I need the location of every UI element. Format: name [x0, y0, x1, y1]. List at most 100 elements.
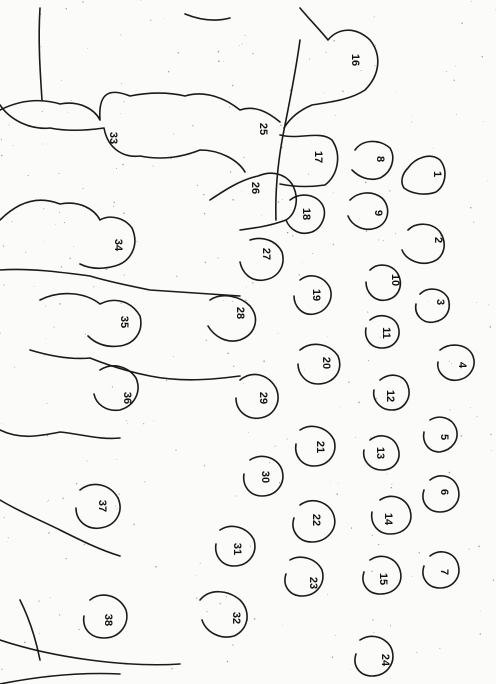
paper-speck	[396, 91, 397, 92]
person-number-23: 23	[307, 577, 319, 589]
paper-speck	[292, 235, 293, 236]
paper-speck	[473, 222, 474, 223]
paper-speck	[335, 115, 336, 116]
silhouette-outline	[402, 224, 444, 263]
paper-speck	[82, 188, 83, 189]
paper-speck	[298, 274, 299, 275]
paper-speck	[338, 483, 339, 484]
paper-speck	[372, 535, 373, 536]
paper-speck	[120, 303, 121, 304]
paper-speck	[359, 218, 360, 219]
paper-speck	[271, 226, 272, 227]
paper-speck	[227, 353, 229, 355]
paper-speck	[59, 212, 60, 213]
paper-speck	[66, 558, 67, 559]
paper-speck	[451, 363, 452, 364]
paper-speck	[227, 661, 228, 662]
paper-speck	[355, 437, 356, 438]
paper-speck	[76, 483, 77, 484]
paper-speck	[59, 173, 60, 174]
paper-speck	[461, 435, 463, 437]
paper-speck	[476, 302, 477, 303]
paper-speck	[242, 43, 243, 44]
paper-speck	[121, 83, 122, 84]
paper-speck	[365, 182, 367, 184]
paper-speck	[42, 144, 43, 145]
paper-speck	[3, 285, 4, 286]
paper-speck	[71, 100, 72, 101]
paper-speck	[197, 185, 198, 186]
paper-speck	[9, 125, 10, 126]
paper-speck	[232, 301, 233, 302]
person-number-36: 36	[121, 392, 133, 404]
paper-speck	[166, 380, 167, 381]
paper-speck	[203, 194, 204, 195]
paper-speck	[44, 355, 45, 356]
paper-speck	[242, 191, 243, 192]
paper-speck	[218, 60, 220, 62]
paper-speck	[196, 575, 197, 576]
person-number-8: 8	[374, 156, 386, 162]
person-number-14: 14	[382, 513, 394, 526]
paper-speck	[114, 202, 115, 203]
paper-speck	[64, 222, 65, 223]
paper-speck	[232, 85, 233, 86]
person-number-18: 18	[300, 208, 312, 220]
paper-speck	[46, 338, 47, 339]
paper-speck	[118, 493, 119, 494]
paper-speck	[206, 340, 207, 341]
paper-speck	[254, 618, 256, 620]
paper-speck	[232, 644, 233, 645]
paper-speck	[373, 632, 374, 633]
paper-speck	[229, 107, 230, 108]
paper-speck	[412, 115, 413, 116]
paper-speck	[252, 282, 253, 283]
paper-speck	[282, 625, 283, 626]
paper-speck	[123, 212, 125, 214]
paper-speck	[340, 407, 341, 408]
paper-speck	[250, 546, 251, 547]
person-number-37: 37	[96, 500, 108, 512]
person-number-7: 7	[438, 569, 450, 575]
paper-speck	[455, 66, 456, 67]
paper-speck	[383, 240, 384, 241]
paper-speck	[73, 246, 74, 247]
paper-speck	[332, 656, 333, 657]
paper-speck	[59, 614, 60, 615]
paper-speck	[246, 286, 247, 287]
paper-speck	[48, 532, 50, 534]
person-number-22: 22	[310, 514, 322, 526]
paper-speck	[461, 22, 462, 23]
paper-speck	[226, 596, 227, 597]
person-number-6: 6	[438, 489, 450, 495]
paper-speck	[68, 112, 69, 113]
paper-speck	[304, 369, 305, 370]
paper-speck	[173, 134, 174, 135]
paper-speck	[372, 619, 373, 620]
paper-speck	[471, 1, 472, 2]
person-number-21: 21	[314, 441, 326, 453]
paper-speck	[347, 523, 348, 524]
person-number-25: 25	[257, 123, 269, 135]
paper-speck	[50, 597, 51, 598]
paper-speck	[25, 252, 26, 253]
paper-speck	[223, 300, 224, 301]
paper-speck	[137, 241, 138, 242]
paper-speck	[82, 1, 83, 2]
paper-speck	[263, 360, 265, 362]
paper-speck	[287, 438, 288, 439]
paper-speck	[378, 240, 379, 241]
paper-speck	[282, 199, 283, 200]
paper-speck	[204, 465, 205, 466]
paper-speck	[488, 181, 489, 182]
silhouette-outline	[39, 8, 42, 100]
paper-speck	[220, 603, 221, 604]
silhouette-outline	[185, 14, 230, 20]
paper-speck	[235, 496, 236, 497]
person-number-30: 30	[259, 471, 271, 483]
paper-speck	[245, 35, 246, 36]
paper-speck	[43, 208, 44, 209]
person-number-20: 20	[320, 357, 332, 369]
paper-speck	[312, 253, 313, 254]
paper-speck	[120, 113, 121, 114]
